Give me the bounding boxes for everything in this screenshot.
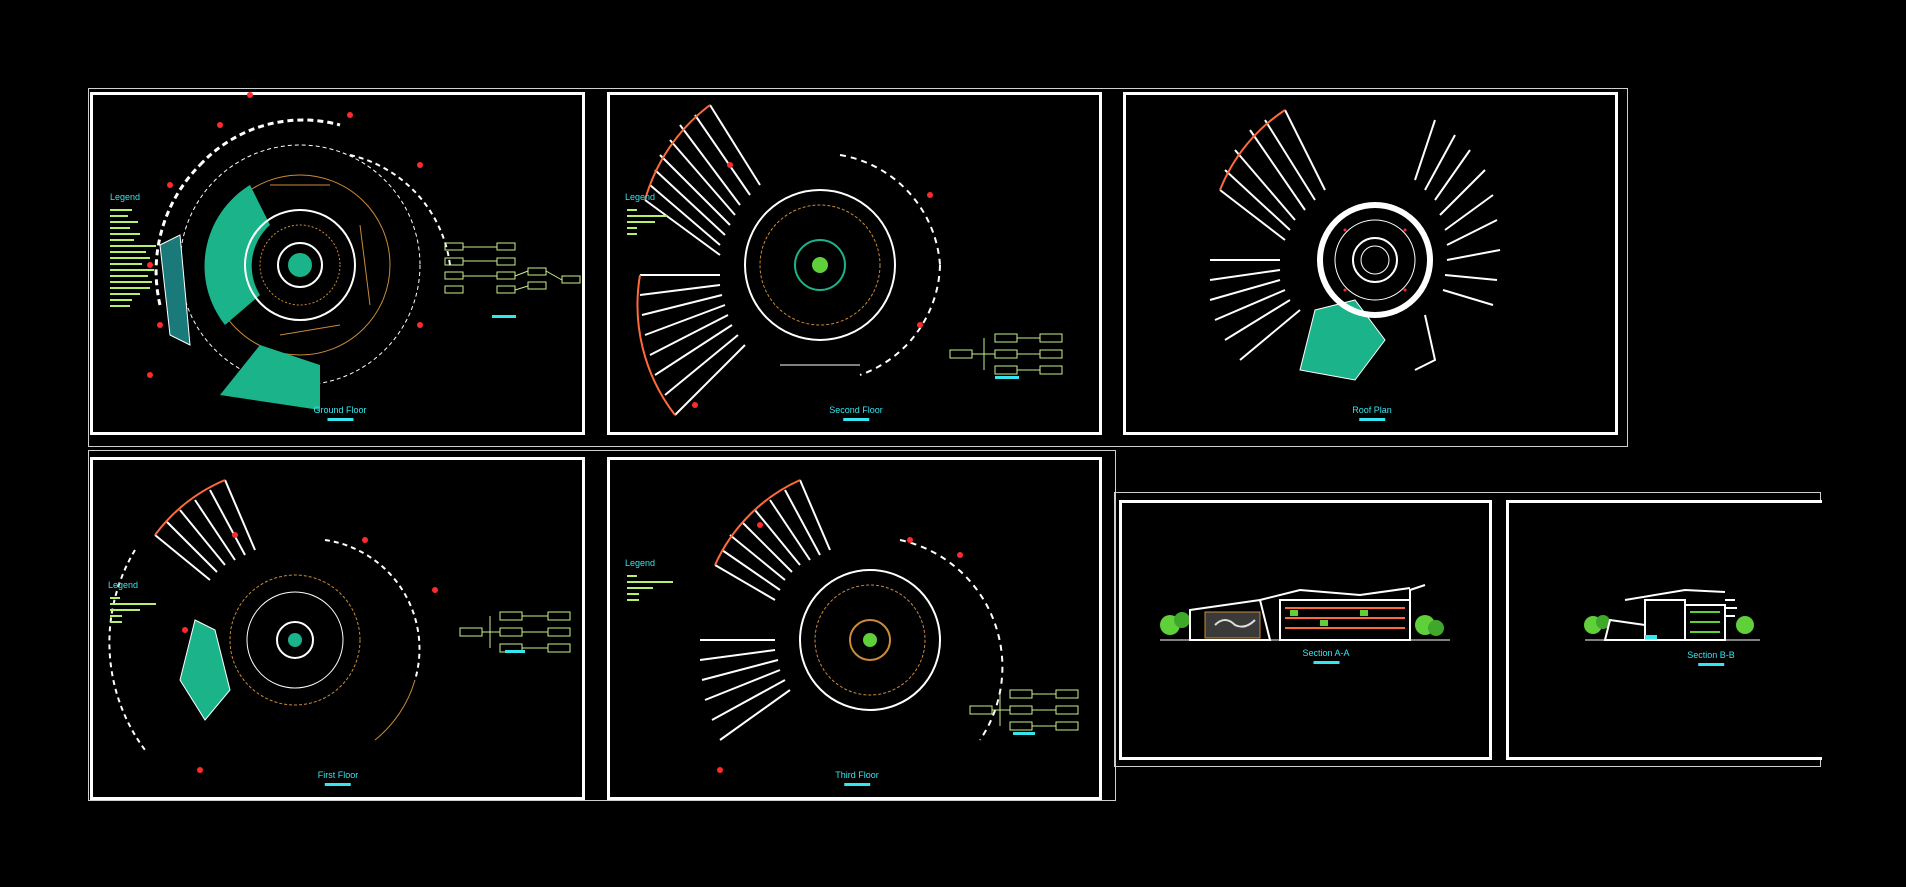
roof-plan (1209, 109, 1501, 381)
section-aa-title: Section A-A (1302, 648, 1350, 664)
second-floor-legend-title: Legend (625, 192, 656, 202)
second-floor-plan (636, 104, 941, 416)
third-floor-plan (699, 479, 1004, 773)
second-floor-title: Second Floor (829, 405, 883, 421)
outer-frame-bottom-row (88, 450, 1116, 801)
section-aa-drawing (1160, 584, 1450, 641)
third-floor-legend-lines (627, 575, 673, 601)
third-floor-legend-title: Legend (625, 558, 656, 568)
first-floor-flowchart (459, 611, 571, 653)
third-floor-title: Third Floor (835, 770, 879, 786)
first-floor-legend-lines (110, 597, 156, 623)
roof-plan-title: Roof Plan (1352, 405, 1392, 421)
section-bb-title: Section B-B (1687, 650, 1735, 666)
sheet-roof-plan[interactable] (1123, 92, 1618, 435)
ground-floor-plan (147, 92, 451, 410)
outer-frame-top-row (88, 88, 1628, 447)
first-floor-plan (108, 479, 438, 773)
ground-floor-title: Ground Floor (313, 405, 367, 421)
sheet-second-floor[interactable] (607, 92, 1102, 435)
second-floor-legend-lines (627, 209, 667, 235)
sheet-section-bb[interactable] (1506, 500, 1822, 760)
first-floor-title: First Floor (318, 770, 358, 786)
first-floor-legend-title: Legend (108, 580, 139, 590)
ground-floor-legend-lines (110, 209, 156, 307)
ground-floor-flowchart (444, 242, 581, 294)
section-bb-drawing (1584, 588, 1760, 641)
second-floor-flowchart (949, 333, 1063, 375)
third-floor-flowchart (969, 689, 1079, 731)
ground-floor-legend-title: Legend (110, 192, 141, 202)
